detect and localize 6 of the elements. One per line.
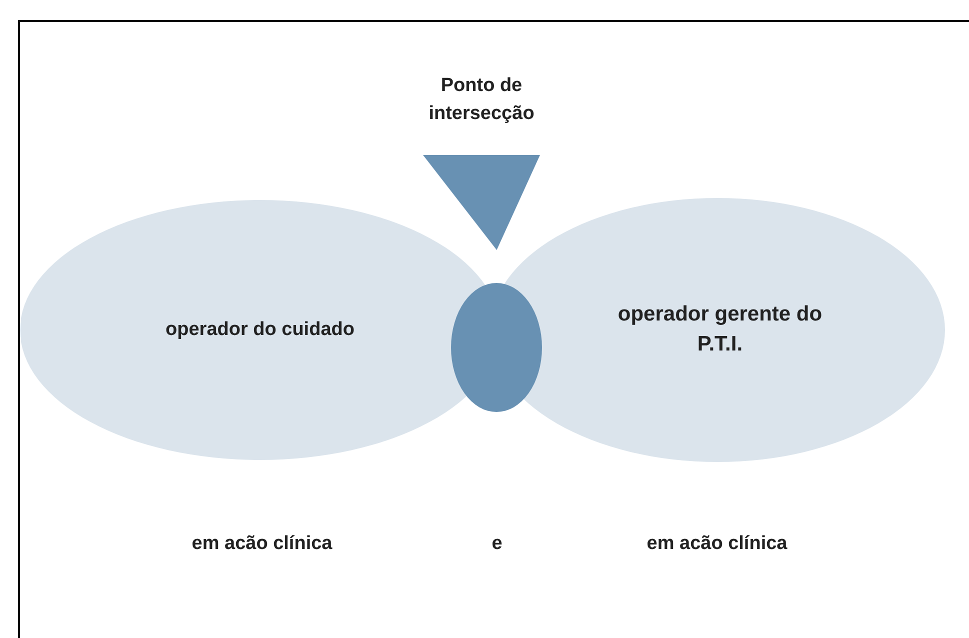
node-label: operador gerente do P.T.I. bbox=[616, 302, 824, 358]
caption-text: em acão clínica bbox=[192, 533, 332, 555]
node-label: Ponto de intersecção bbox=[428, 74, 536, 126]
caption-text: e bbox=[492, 533, 502, 555]
caption-text: em acão clínica bbox=[646, 533, 788, 555]
node-label: operador do cuidado bbox=[164, 318, 356, 342]
